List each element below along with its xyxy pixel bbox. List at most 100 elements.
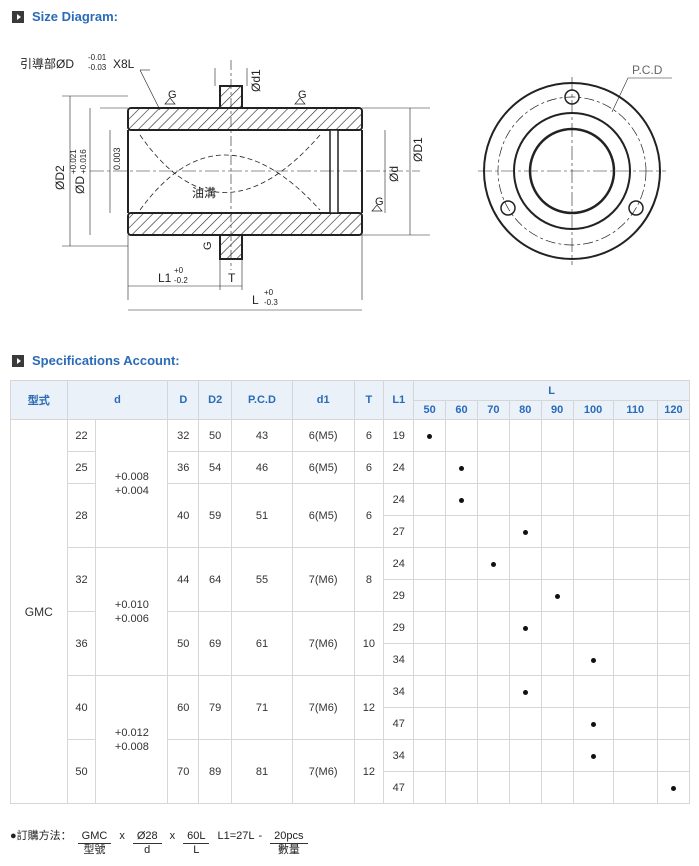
d-cell: 22 — [66, 419, 97, 452]
tol-upper: +0.012 — [114, 726, 149, 739]
l-90-cell — [540, 611, 574, 644]
L1-cell: 34 — [383, 675, 415, 708]
bushing-front-view — [478, 77, 672, 265]
l-70-cell — [476, 611, 510, 644]
l1-tol-upper: +0 — [174, 266, 184, 275]
l-100-cell — [572, 675, 614, 708]
l-110-cell — [612, 675, 658, 708]
l-100-cell — [572, 451, 614, 484]
l-80-cell — [508, 611, 542, 644]
L1-cell: 29 — [383, 611, 415, 644]
col-d1: d1 — [291, 380, 355, 420]
l-50-cell — [413, 675, 447, 708]
D-cell: 40 — [167, 483, 200, 548]
l-70-cell — [476, 675, 510, 708]
d2-label: ØD2 — [53, 165, 67, 190]
col-pcd: P.C.D — [231, 380, 293, 420]
T-cell: 12 — [353, 739, 385, 804]
l-80-cell — [508, 419, 542, 452]
pcd-cell: 46 — [231, 451, 293, 484]
l-110-cell — [612, 483, 658, 516]
g-mark-1: G — [168, 89, 177, 101]
table-row: 27 — [11, 515, 691, 548]
l-110-cell — [612, 707, 658, 740]
l-50-cell — [413, 707, 447, 740]
l-80-cell — [508, 579, 542, 612]
pcd-cell: 71 — [231, 675, 293, 740]
order-field-caption: 數量 — [277, 844, 300, 856]
l-120-cell — [656, 707, 691, 740]
l-60-cell — [445, 675, 478, 708]
l-120-cell — [656, 579, 691, 612]
l-110-cell — [612, 419, 658, 452]
order-separator: x — [169, 830, 176, 842]
d-cell: 40 — [66, 675, 97, 740]
size-diagram: 引導部ØD -0.01 -0.03 X8L G G G G Ød1 ØD2 ØD… — [20, 53, 672, 311]
available-dot-icon — [458, 465, 464, 471]
available-dot-icon — [522, 625, 528, 631]
D2-cell: 50 — [198, 419, 233, 452]
l-80-cell — [508, 547, 542, 580]
d-tolerance-cell: +0.008+0.004 — [95, 419, 169, 548]
available-dot-icon — [522, 529, 528, 535]
d-cell: 32 — [66, 547, 97, 612]
table-row: 47 — [11, 707, 691, 740]
d-cell: 50 — [66, 739, 97, 804]
d-cell: 28 — [66, 483, 97, 548]
L1-cell: 27 — [383, 515, 415, 548]
tol-upper: +0.010 — [114, 598, 149, 611]
l-50-cell — [413, 611, 447, 644]
available-dot-icon — [670, 785, 676, 791]
d1-cell: 7(M6) — [291, 739, 355, 804]
l-70-cell — [476, 707, 510, 740]
d1-cell: 6(M5) — [291, 483, 355, 548]
col-l-90: 90 — [540, 400, 574, 420]
l-60-cell — [445, 515, 478, 548]
order-field-caption: L — [193, 844, 200, 856]
l-60-cell — [445, 419, 478, 452]
pcd-label: P.C.D — [632, 63, 663, 77]
l-120-cell — [656, 675, 691, 708]
d-cell: 36 — [66, 611, 97, 676]
D2-cell: 64 — [198, 547, 233, 612]
L1-cell: 29 — [383, 579, 415, 612]
l-120-cell — [656, 643, 691, 676]
l-50-cell — [413, 547, 447, 580]
l-100-cell — [572, 547, 614, 580]
order-field-value: 20pcs — [270, 830, 308, 844]
l-60-cell — [445, 547, 478, 580]
l-70-cell — [476, 739, 510, 772]
guide-tol-upper: -0.01 — [88, 53, 107, 62]
T-cell: 10 — [353, 611, 385, 676]
D2-cell: 54 — [198, 451, 233, 484]
l-60-cell — [445, 451, 478, 484]
col-L: L — [413, 380, 690, 401]
big-d1-label: ØD1 — [411, 137, 425, 162]
d-tolerance-cell: +0.010+0.006 — [95, 547, 169, 676]
d1-cell: 6(M5) — [291, 451, 355, 484]
pcd-cell: 55 — [231, 547, 293, 612]
l-70-cell — [476, 547, 510, 580]
l-70-cell — [476, 643, 510, 676]
T-cell: 6 — [353, 451, 385, 484]
d-tol-upper: +0.021 — [69, 149, 78, 174]
D2-cell: 59 — [198, 483, 233, 548]
l-90-cell — [540, 515, 574, 548]
order-separator: x — [119, 830, 125, 842]
l-70-cell — [476, 771, 510, 804]
l-100-cell — [572, 771, 614, 804]
L1-cell: 47 — [383, 707, 415, 740]
l-50-cell — [413, 771, 447, 804]
l-70-cell — [476, 451, 510, 484]
l-110-cell — [612, 579, 658, 612]
l-100-cell — [572, 739, 614, 772]
